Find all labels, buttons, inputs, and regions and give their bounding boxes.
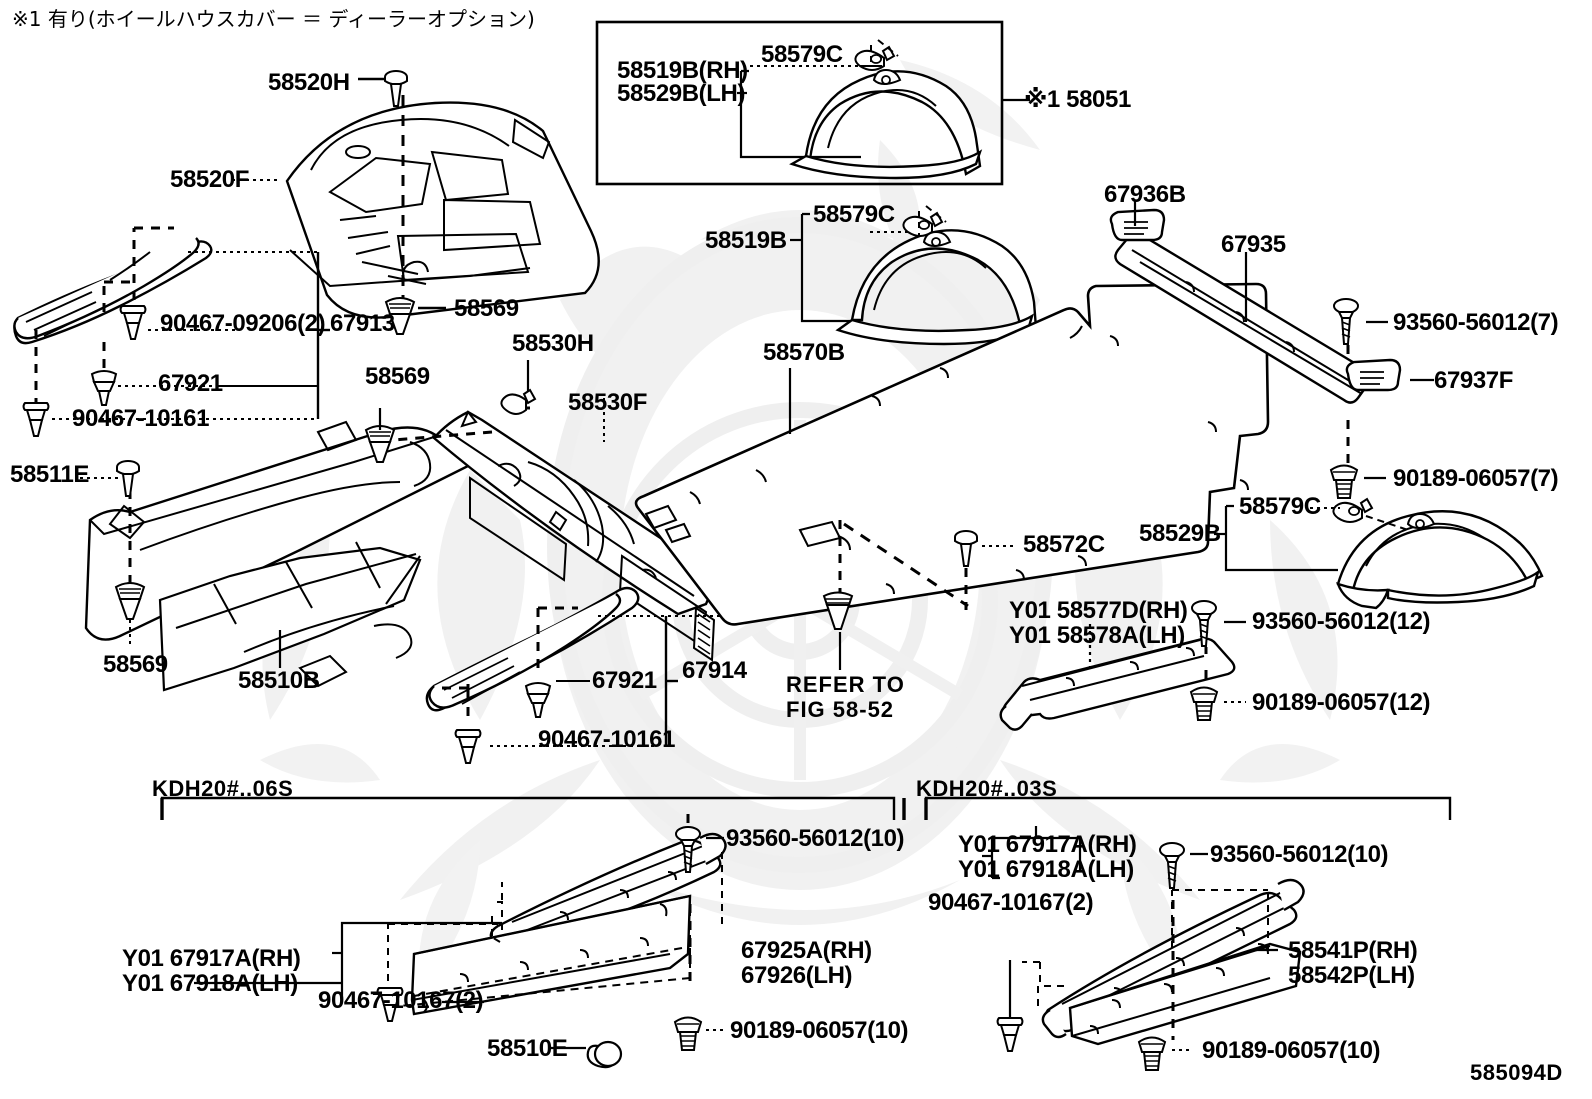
label-58520F: 58520F (170, 166, 249, 193)
clip-90189-06057-7 (1330, 464, 1358, 499)
part-67935 (1109, 208, 1402, 404)
part-58541P (1068, 942, 1302, 1046)
label-58572C: 58572C (1023, 531, 1105, 558)
note-dealer-option: ※1 有り(ホイールハウスカバー ＝ ディーラーオプション) (12, 7, 535, 31)
label-58579C-center: 58579C (813, 201, 895, 228)
clip-90189-06057-10-left (674, 1016, 702, 1051)
clip-90467-10161-right (454, 729, 482, 764)
label-58511E: 58511E (10, 461, 90, 488)
part-58530F (432, 410, 720, 662)
label-bl-58510E: 58510E (487, 1035, 568, 1062)
clip-58530H (500, 388, 537, 415)
label-bl-67925A-RH: 67925A(RH) (741, 937, 872, 964)
label-93560-56012-7: 93560-56012(7) (1393, 309, 1559, 336)
label-58570B: 58570B (763, 339, 845, 366)
label-bl-90467-10167: 90467-10167(2) (318, 987, 484, 1014)
group-bracket-left (160, 796, 896, 820)
clip-refer-58-52 (823, 591, 853, 630)
label-bl-67917A-RH: Y01 67917A(RH) (122, 945, 301, 972)
clip-90467-09206 (119, 305, 147, 340)
clip-90467-10161-left (22, 402, 50, 437)
label-67921-right: 67921 (592, 667, 657, 694)
group-title-right: KDH20#..03S (916, 776, 1058, 801)
label-bl-67926-LH: 67926(LH) (741, 962, 853, 989)
label-67935: 67935 (1221, 231, 1286, 258)
label-58520H: 58520H (268, 69, 350, 96)
label-br-67917A-RH: Y01 67917A(RH) (958, 831, 1137, 858)
label-br-90467-10167: 90467-10167(2) (928, 889, 1094, 916)
clip-58511E (116, 460, 140, 497)
label-58579C-right: 58579C (1239, 493, 1321, 520)
screw-93560-56012-7 (1333, 298, 1359, 345)
label-58579C-inset: 58579C (761, 41, 843, 68)
label-58569-center: 58569 (365, 363, 430, 390)
label-58569-left: 58569 (103, 651, 168, 678)
label-58529B-LH: 58529B(LH) (617, 80, 746, 107)
assembly-dashes-right (1008, 846, 1269, 1040)
part-58510B (84, 420, 471, 692)
clip-58510E (586, 1040, 623, 1069)
label-58569-top: 58569 (454, 295, 519, 322)
label-67936B: 67936B (1104, 181, 1186, 208)
part-67914 (425, 586, 640, 712)
label-bl-90189-06057-10: 90189-06057(10) (730, 1017, 909, 1044)
group-title-left: KDH20#..06S (152, 776, 294, 801)
label-58578A-LH: Y01 58578A(LH) (1009, 622, 1185, 649)
bracket-67913 (22, 226, 330, 437)
label-refer-fig: REFER TO FIG 58-52 (786, 672, 905, 722)
label-58530H: 58530H (512, 330, 594, 357)
part-58529B (1335, 510, 1544, 610)
label-67913: 67913 (330, 310, 395, 337)
bracket-67914 (442, 606, 762, 764)
label-93560-56012-12: 93560-56012(12) (1252, 608, 1431, 635)
label-90467-09206: 90467-09206(2) (160, 310, 326, 337)
label-90467-10161-right: 90467-10161 (538, 726, 676, 753)
label-br-67918A-LH: Y01 67918A(LH) (958, 856, 1134, 883)
part-58570B (634, 282, 1270, 626)
label-58519B: 58519B (705, 227, 787, 254)
screw-93560-56012-10-right (1159, 842, 1185, 889)
inset-box-58051 (595, 20, 1030, 186)
clip-90189-06057-12 (1190, 686, 1218, 721)
part-58519B (835, 229, 1038, 346)
label-br-90189-06057-10: 90189-06057(10) (1202, 1037, 1381, 1064)
group-bracket-right (902, 796, 1452, 820)
bracket-67917A-right (982, 826, 1082, 880)
label-br-58541P-RH: 58541P(RH) (1288, 937, 1418, 964)
label-67914: 67914 (682, 657, 747, 684)
label-90189-06057-12: 90189-06057(12) (1252, 689, 1431, 716)
label-inset-ref: ※1 58051 (1024, 86, 1131, 113)
clip-90467-10167-right (996, 1017, 1024, 1052)
label-br-58542P-LH: 58542P(LH) (1288, 962, 1415, 989)
label-58510B: 58510B (238, 667, 320, 694)
label-58529B: 58529B (1139, 520, 1221, 547)
label-br-93560-56012-10: 93560-56012(10) (1210, 841, 1389, 868)
label-67921-left: 67921 (158, 370, 223, 397)
label-90189-06057-7: 90189-06057(7) (1393, 465, 1559, 492)
part-67913 (13, 237, 213, 345)
clip-58579C-right (1332, 498, 1373, 523)
diagram-id: 585094D (1470, 1060, 1563, 1085)
label-58577D-RH: Y01 58577D(RH) (1009, 597, 1188, 624)
label-58519B-RH: 58519B(RH) (617, 57, 748, 84)
label-58530F: 58530F (568, 389, 647, 416)
clip-67921-left (91, 370, 117, 406)
bracket-67917A-left (194, 921, 502, 1000)
refer-line-1: REFER TO FIG 58-52 (786, 672, 905, 722)
part-58577D (999, 637, 1236, 731)
label-90467-10161-left: 90467-10161 (72, 405, 210, 432)
part-58520F (285, 101, 600, 319)
wheel-house-cover-inset (789, 68, 983, 180)
clip-90189-06057-10-right (1138, 1036, 1166, 1071)
label-67937F: 67937F (1434, 367, 1513, 394)
clip-67921-right (525, 682, 551, 718)
label-bl-93560-56012-10: 93560-56012(10) (726, 825, 905, 852)
label-bl-67918A-LH: Y01 67918A(LH) (122, 970, 298, 997)
